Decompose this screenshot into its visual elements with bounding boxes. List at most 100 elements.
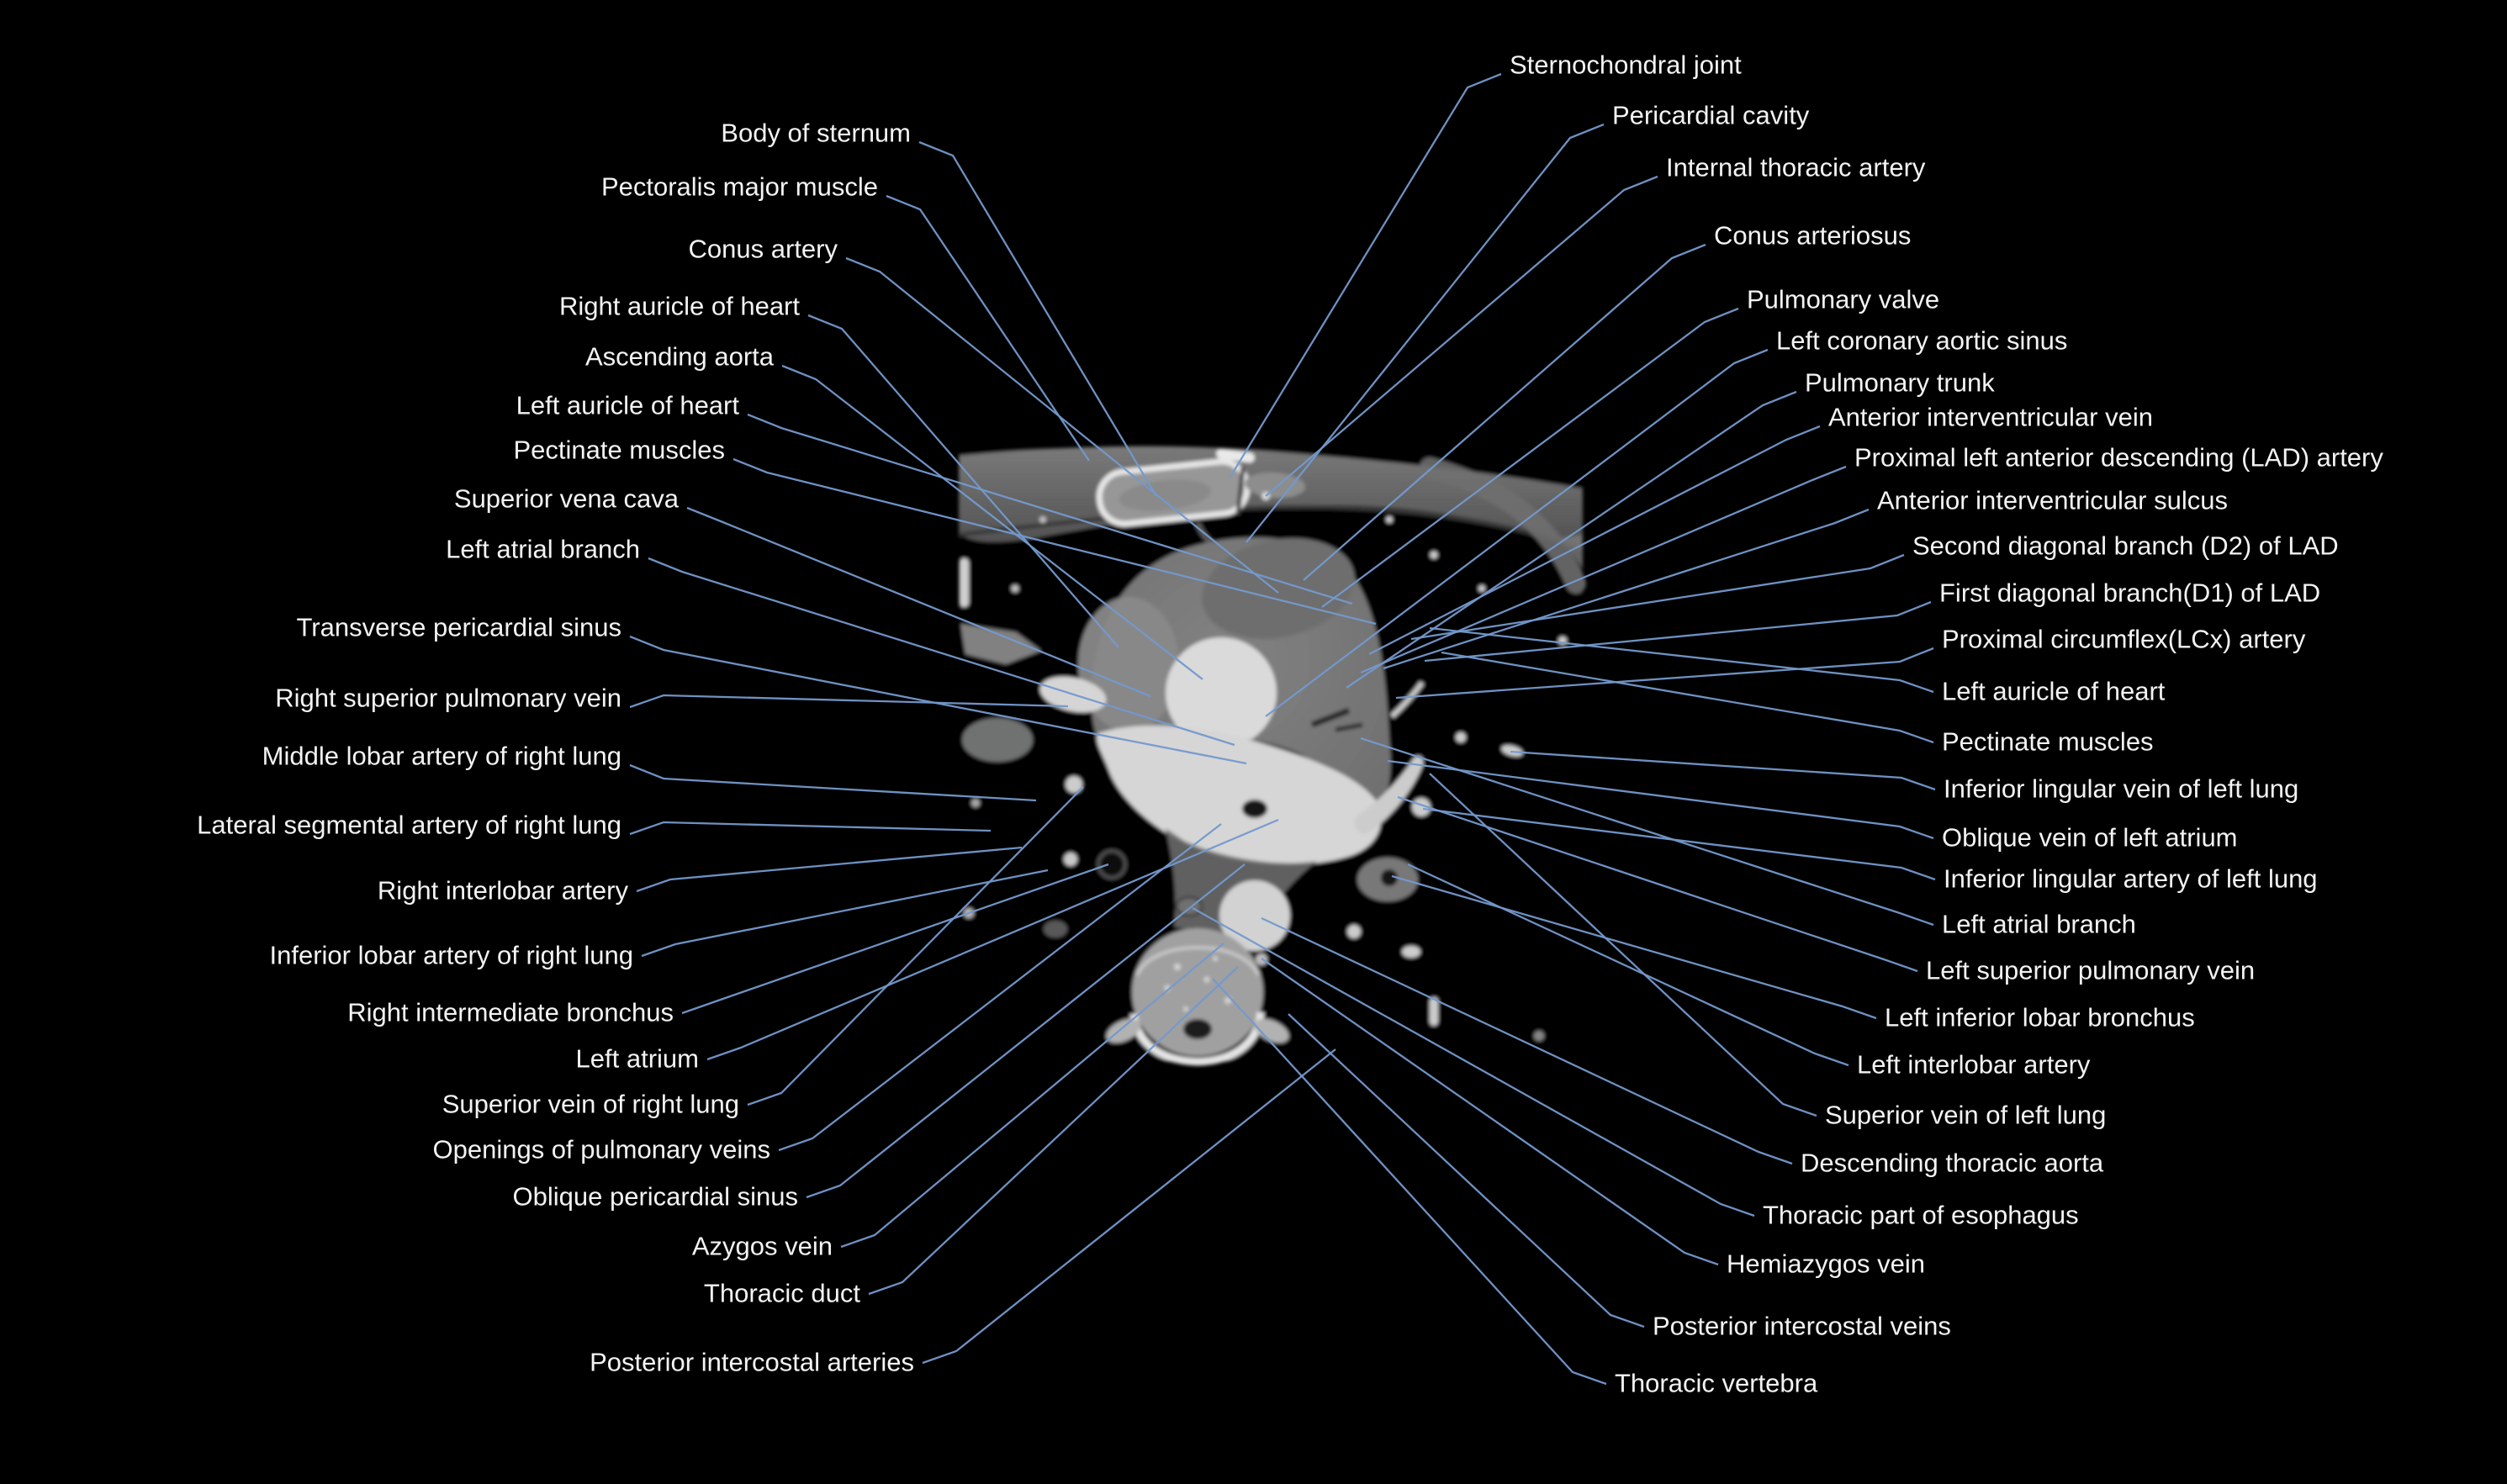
anatomy-label: Oblique pericardial sinus: [512, 1181, 798, 1212]
leader-line: [1410, 553, 1905, 641]
anatomy-label: Right interlobar artery: [377, 875, 628, 906]
leader-line: [1303, 243, 1706, 581]
left-atrial-appendage-tongue: [1354, 756, 1424, 834]
anatomy-label: Posterior intercostal arteries: [590, 1347, 914, 1377]
leader-line: [747, 413, 1353, 605]
anatomy-label: Left atrium: [575, 1043, 699, 1074]
leader-line: [806, 863, 1246, 1199]
leader-line: [840, 943, 1224, 1249]
leader-line: [922, 1048, 1336, 1365]
vertebra-cortical-arc: [1129, 1011, 1265, 1066]
leader-line: [1368, 425, 1821, 656]
anatomy-label: Proximal circumflex(LCx) artery: [1942, 624, 2306, 654]
leader-line: [1192, 906, 1755, 1217]
leader-line: [1407, 863, 1849, 1067]
anatomy-label: Anterior interventricular vein: [1828, 402, 2153, 432]
leader-line: [629, 821, 992, 836]
leader-line: [1265, 348, 1769, 717]
leader-line: [1391, 874, 1877, 1020]
right-hilum-blob: [962, 718, 1033, 762]
sternochondral-gap: [1235, 467, 1246, 515]
anatomy-label: Internal thoracic artery: [1666, 152, 1926, 182]
anatomy-label: Right intermediate bronchus: [347, 997, 674, 1027]
anatomy-label: Openings of pulmonary veins: [432, 1134, 770, 1164]
anatomy-label: Transverse pericardial sinus: [296, 612, 621, 642]
leader-line: [641, 869, 1049, 958]
leader-line: [1429, 626, 1934, 694]
anatomy-label: Inferior lingular vein of left lung: [1944, 774, 2299, 804]
lung-dot-b: [1011, 584, 1019, 593]
leader-line: [807, 314, 1119, 648]
anatomy-label: Descending thoracic aorta: [1801, 1148, 2104, 1178]
lung-dot-a: [1039, 516, 1046, 523]
leader-lines-layer: [629, 72, 1936, 1386]
anatomy-label: First diagonal branch(D1) of LAD: [1939, 578, 2321, 608]
pectinate-arc: [1389, 681, 1425, 719]
leader-line: [681, 863, 1109, 1015]
leader-line: [1360, 465, 1847, 674]
anatomy-label: Pectoralis major muscle: [600, 172, 878, 202]
anatomy-label: Pericardial cavity: [1612, 100, 1810, 130]
leader-line: [747, 786, 1084, 1106]
leader-line: [868, 966, 1239, 1296]
anatomy-label: Left interlobar artery: [1857, 1049, 2091, 1080]
leader-line: [845, 256, 1279, 594]
pulmonary-vein-opening: [1242, 800, 1267, 818]
anatomy-label: Second diagonal branch (D2) of LAD: [1912, 531, 2339, 561]
leader-line: [1212, 978, 1607, 1386]
anatomy-label: Posterior intercostal veins: [1653, 1311, 1951, 1341]
anatomy-label: Anterior interventricular sulcus: [1877, 485, 2228, 515]
anatomy-label: Lateral segmental artery of right lung: [197, 810, 621, 840]
leader-line: [1441, 651, 1934, 744]
anatomy-label: Superior vein of left lung: [1825, 1100, 2107, 1130]
anatomy-label: Left atrial branch: [446, 534, 640, 564]
anatomy-label: Left inferior lobar bronchus: [1885, 1002, 2195, 1032]
anatomy-label: Conus artery: [688, 234, 838, 264]
leader-line: [1360, 737, 1934, 927]
leader-line: [1261, 958, 1719, 1266]
lower-mediastinum: [1166, 828, 1317, 933]
costal-cartilage: [1245, 472, 1305, 499]
leader-line: [781, 364, 1203, 680]
anatomy-label: Left auricle of heart: [516, 390, 739, 420]
left-rib-fragment: [960, 558, 969, 607]
anatomy-label: Proximal left anterior descending (LAD) …: [1854, 442, 2383, 473]
leader-line: [636, 846, 1023, 893]
vertebra-rim-top: [1135, 946, 1260, 976]
rib-arc: [1420, 457, 1586, 594]
anatomy-label: Left superior pulmonary vein: [1926, 955, 2256, 985]
ct-image: [958, 446, 1586, 1066]
right-lower-blob: [1044, 921, 1067, 937]
vertebral-body: [1132, 928, 1263, 1056]
leader-line: [1265, 175, 1658, 497]
coronary-slit: [1310, 707, 1351, 728]
anatomy-label: Superior vein of right lung: [442, 1089, 739, 1119]
anatomy-label: Left auricle of heart: [1942, 676, 2166, 706]
leader-line: [1288, 1013, 1645, 1328]
left-lung-vessel-dots: [1347, 516, 1567, 1041]
anatomy-label: Left atrial branch: [1942, 909, 2136, 939]
left-bronchus-lumen: [1381, 869, 1398, 886]
anatomy-label: Thoracic part of esophagus: [1763, 1200, 2079, 1230]
leader-line: [886, 194, 1090, 462]
anatomy-label: Right auricle of heart: [558, 291, 800, 321]
anatomy-label: Pectinate muscles: [1942, 726, 2154, 757]
right-vessel-dot: [1064, 853, 1077, 866]
anatomy-label: Oblique vein of left atrium: [1942, 822, 2238, 853]
anatomy-label: Azygos vein: [691, 1231, 833, 1261]
leader-line: [1246, 123, 1605, 543]
ascending-aorta-vessel: [1166, 637, 1277, 748]
esophagus: [1175, 895, 1203, 917]
conus-arteriosus-region: [1202, 538, 1355, 639]
leader-line: [1321, 307, 1739, 608]
anatomy-label: Thoracic vertebra: [1615, 1368, 1818, 1398]
anatomy-label: Superior vena cava: [453, 483, 679, 514]
anatomy-label: Sternochondral joint: [1510, 50, 1742, 80]
leader-line: [1387, 759, 1934, 840]
anatomy-label: Ascending aorta: [584, 341, 774, 372]
transverse-process-right: [1254, 1018, 1289, 1043]
rib-corner: [1561, 535, 1583, 568]
leader-line: [648, 557, 1235, 747]
right-vessel-dot-3: [971, 799, 980, 807]
